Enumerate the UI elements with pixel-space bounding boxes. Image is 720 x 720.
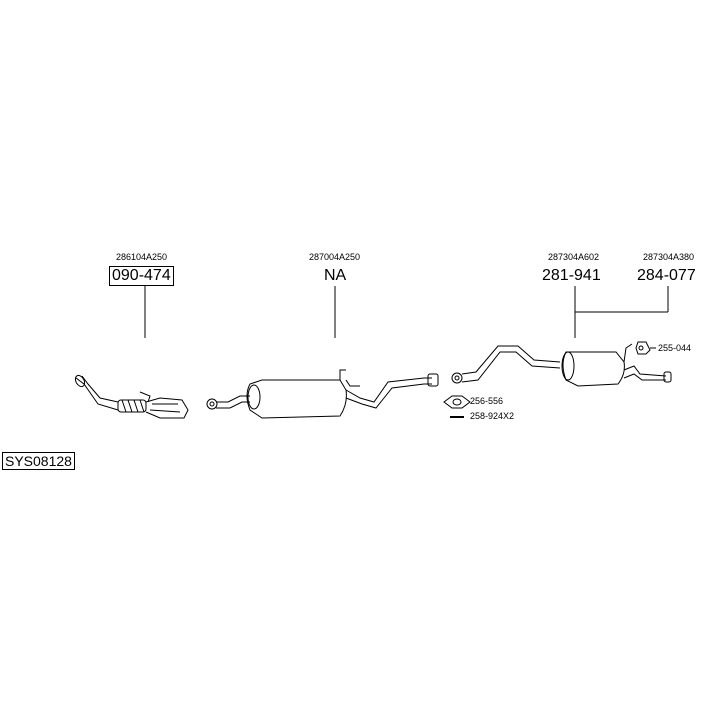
part-number-281-941: 281-941 xyxy=(542,267,601,284)
oem-number-287304A602: 287304A602 xyxy=(548,252,600,262)
oem-number-287004A250: 287004A250 xyxy=(309,252,361,262)
system-code: SYS08128 xyxy=(2,452,75,470)
gasket-icon xyxy=(443,395,471,409)
rear-pipe-muffler xyxy=(451,343,672,387)
part-number-256-556: 256-556 xyxy=(470,396,504,406)
part-number-na: NA xyxy=(324,267,347,284)
oem-number-287304A380: 287304A380 xyxy=(643,252,695,262)
hanger-icon xyxy=(635,341,651,355)
part-number-284-077: 284-077 xyxy=(637,267,696,284)
part-number-255-044: 255-044 xyxy=(658,343,692,353)
part-number-090-474: 090-474 xyxy=(109,266,174,286)
center-muffler xyxy=(206,369,439,419)
part-number-258-924X2: 258-924X2 xyxy=(470,411,515,421)
front-pipe-catalyst xyxy=(74,374,189,419)
oem-number-286104A250: 286104A250 xyxy=(116,252,168,262)
